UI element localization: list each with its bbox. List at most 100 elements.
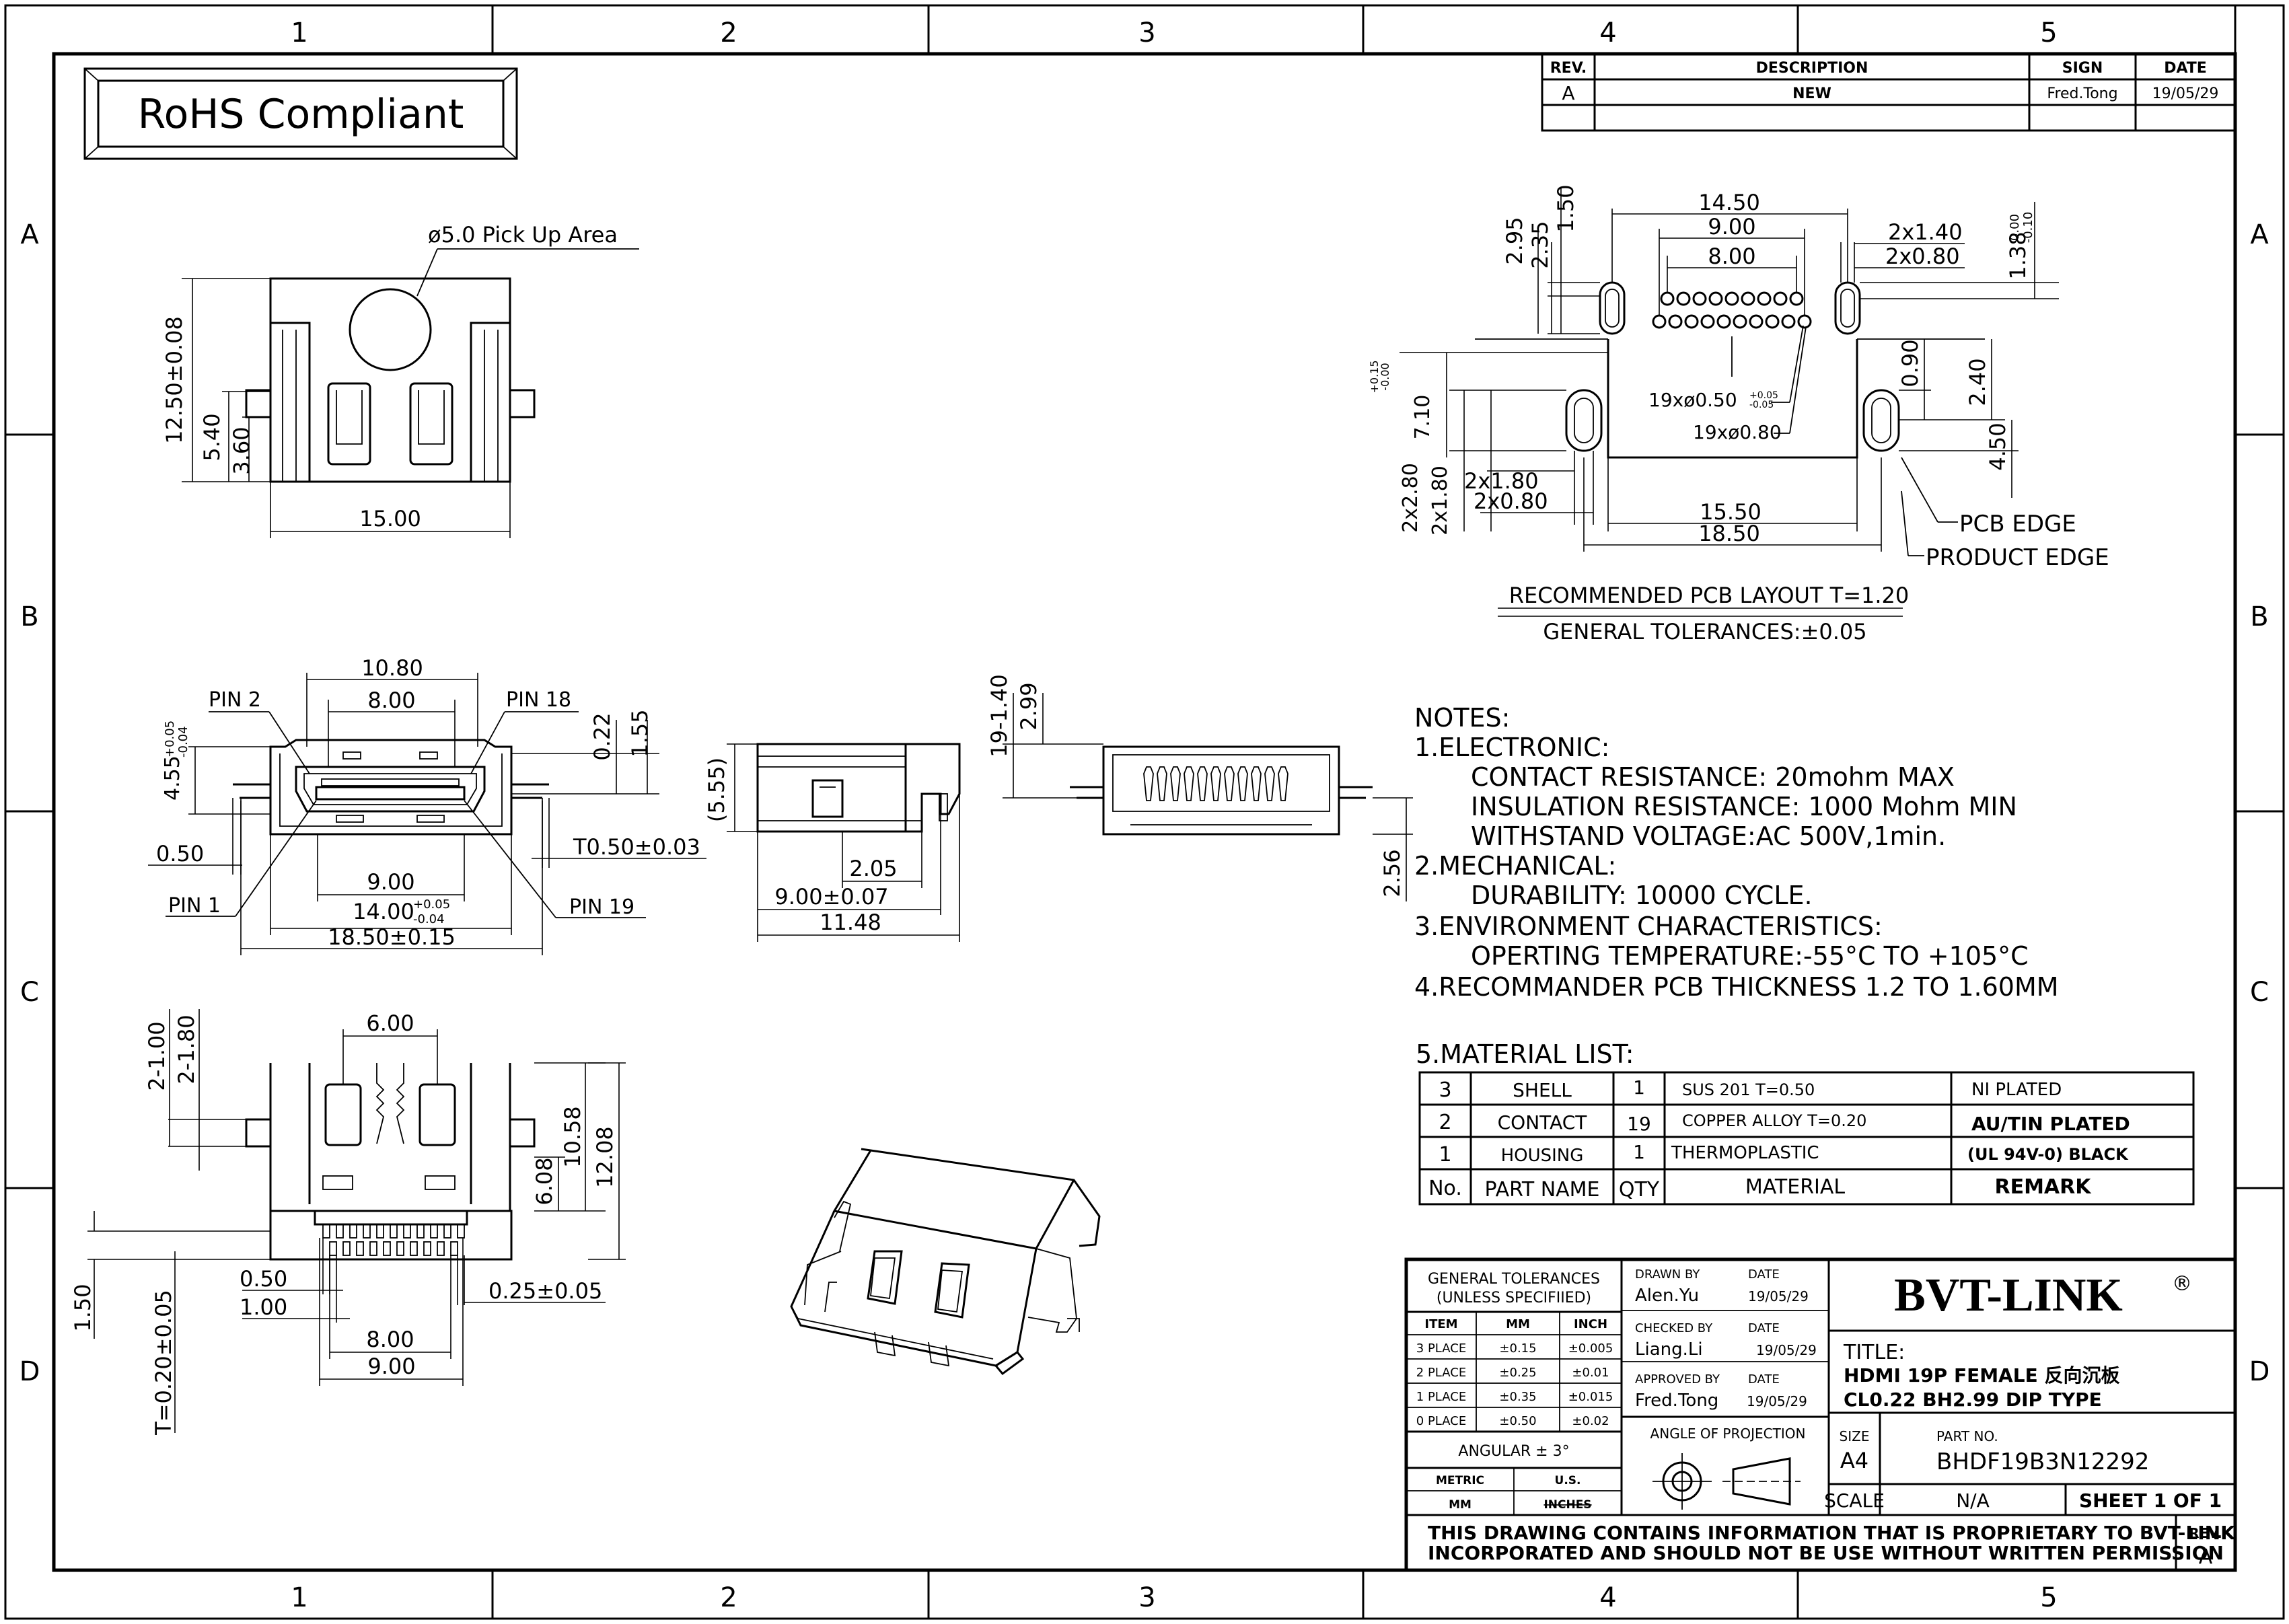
note-line: 1.ELECTRONIC:	[1414, 733, 1609, 762]
rev-value: A	[1562, 82, 1574, 104]
approved-by-label: APPROVED BY	[1635, 1372, 1720, 1387]
col-label: 1	[291, 1582, 307, 1613]
tol-cell: 3 PLACE	[1416, 1341, 1466, 1356]
mm: MM	[1449, 1498, 1472, 1512]
tol-cell: ±0.15	[1499, 1341, 1536, 1356]
date-label: DATE	[1748, 1321, 1780, 1335]
tol-cell: ±0.50	[1499, 1414, 1536, 1428]
pcb-holes	[1652, 291, 1812, 329]
dim-s2: 2x0.80	[1885, 244, 1960, 269]
note-line: INSULATION RESISTANCE: 1000 Mohm MIN	[1471, 792, 2017, 821]
tol-header: INCH	[1574, 1317, 1607, 1331]
dim-t2: T=0.20±0.05	[151, 1290, 176, 1436]
note-line: OPERTING TEMPERATURE:-55°C TO +105°C	[1471, 941, 2029, 971]
tol-cell: 0 PLACE	[1416, 1414, 1466, 1428]
col-label: 3	[1138, 1582, 1155, 1613]
dim-h: (5.55)	[704, 758, 729, 822]
revision-table: REV. DESCRIPTION SIGN DATE A NEW Fred.To…	[1541, 52, 2237, 132]
dim-v1: 0.90	[1897, 339, 1923, 387]
tol-cell: 2 PLACE	[1416, 1366, 1466, 1380]
mat-part: HOUSING	[1501, 1146, 1584, 1166]
note-line: DURABILITY: 10000 CYCLE.	[1471, 881, 1813, 910]
row-label: C	[20, 977, 39, 1008]
drawn-by: Alen.Yu	[1635, 1286, 1699, 1306]
dim-h3: 2.35	[1527, 221, 1553, 268]
dim-w2: 9.00	[1708, 214, 1755, 239]
dim-h1-tol-dn: -0.04	[176, 726, 190, 758]
mat-qty: 1	[1633, 1141, 1645, 1163]
dim-height: 12.50±0.08	[161, 316, 187, 444]
rohs-text: RoHS Compliant	[138, 91, 464, 138]
proprietary-1: THIS DRAWING CONTAINS INFORMATION THAT I…	[1428, 1522, 2236, 1544]
mat-header: MATERIAL	[1745, 1175, 1846, 1199]
holes2-label: 19xø0.80	[1693, 421, 1782, 443]
checked-by-label: CHECKED BY	[1635, 1321, 1713, 1335]
mat-remark: (UL 94V-0) BLACK	[1967, 1145, 2129, 1164]
title-block: GENERAL TOLERANCES (UNLESS SPECIFIIED) I…	[1404, 1257, 2237, 1572]
dim-w1: 14.50	[1698, 190, 1760, 215]
rev-header: REV.	[1550, 60, 1587, 77]
product-edge-label: PRODUCT EDGE	[1926, 544, 2109, 571]
dim-b2-tol-dn: -0.04	[413, 912, 445, 926]
bottom-view: 6.00 2-1.00 2-1.80 6.08 10.58 12.08 1.50…	[70, 1009, 626, 1436]
date-value: 19/05/29	[2152, 85, 2219, 102]
size-value: A4	[1840, 1448, 1868, 1473]
bottom-pins	[322, 1224, 465, 1256]
dim-h4: 1.38	[2005, 231, 2031, 279]
drawn-date: 19/05/29	[1748, 1288, 1809, 1304]
dim-vv2: 2x1.80	[1428, 466, 1452, 536]
row-label: C	[2250, 977, 2269, 1008]
dim-h3: 12.08	[592, 1126, 618, 1188]
pin-19: PIN 19	[569, 895, 634, 919]
dim-w2: 9.00	[367, 1354, 415, 1379]
mat-material: SUS 201 T=0.50	[1682, 1080, 1815, 1099]
front-view: 10.80 8.00 PIN 2 PIN 18 4.55 +0.05 -0.04…	[148, 655, 706, 955]
rev-label: REV.	[2189, 1525, 2222, 1541]
col-label: 1	[291, 17, 307, 48]
row-label: D	[20, 1356, 40, 1387]
dim-p2: 1.00	[240, 1294, 287, 1320]
pickup-area	[349, 288, 432, 371]
dim-sl2: 2x0.80	[1474, 488, 1548, 514]
dim-r2: 2-1.80	[174, 1014, 199, 1084]
col-label: 5	[2040, 17, 2057, 48]
scale-value: N/A	[1956, 1489, 1990, 1512]
isometric-view	[790, 1148, 1101, 1376]
dim-h4-tol-up: 0.00	[2008, 214, 2022, 241]
row-label: B	[2250, 601, 2268, 632]
dim-b2-tol-up: +0.05	[413, 897, 450, 912]
dim-top: 6.00	[366, 1010, 414, 1036]
tol-cell: 1 PLACE	[1416, 1390, 1466, 1404]
dim-p1: 0.50	[240, 1266, 287, 1292]
mat-remark: NI PLATED	[1971, 1080, 2062, 1100]
projection-symbol	[1652, 1453, 1801, 1510]
dim-w1: 8.00	[366, 1327, 414, 1352]
company-reg: ®	[2172, 1272, 2192, 1296]
approved-by: Fred.Tong	[1635, 1391, 1718, 1411]
dim-l1: 7.10	[1411, 395, 1434, 440]
mat-remark: AU/TIN PLATED	[1971, 1113, 2130, 1135]
dim-v3: 2.56	[1379, 849, 1405, 897]
checked-by: Liang.Li	[1635, 1339, 1703, 1360]
mat-material: THERMOPLASTIC	[1671, 1143, 1819, 1163]
pcb-tolerance: GENERAL TOLERANCES:±0.05	[1543, 619, 1866, 644]
proprietary-2: INCORPORATED AND SHOULD NOT BE USE WITHO…	[1428, 1542, 2224, 1564]
us: U.S.	[1555, 1474, 1581, 1487]
row-label: A	[20, 219, 39, 250]
dim-b1: 9.00	[367, 869, 414, 895]
dim-top1: 10.80	[361, 655, 423, 681]
date-label: DATE	[1748, 1372, 1780, 1387]
tol-cell: ±0.005	[1568, 1341, 1613, 1356]
dim-d2: 9.00±0.07	[774, 884, 888, 910]
title-label: TITLE:	[1843, 1341, 1905, 1364]
dim-tab: T0.50±0.03	[573, 834, 700, 860]
size-label: SIZE	[1840, 1428, 1870, 1444]
pickup-note: ø5.0 Pick Up Area	[428, 222, 618, 248]
date-header: DATE	[2164, 60, 2207, 77]
tol-header: MM	[1506, 1317, 1530, 1331]
row-label: A	[2250, 219, 2269, 250]
dim-h1-tol-up: +0.05	[163, 721, 177, 758]
dim-sl1: 2x1.80	[1464, 468, 1539, 494]
note-line: 4.RECOMMANDER PCB THICKNESS 1.2 TO 1.60M…	[1414, 972, 2059, 1002]
